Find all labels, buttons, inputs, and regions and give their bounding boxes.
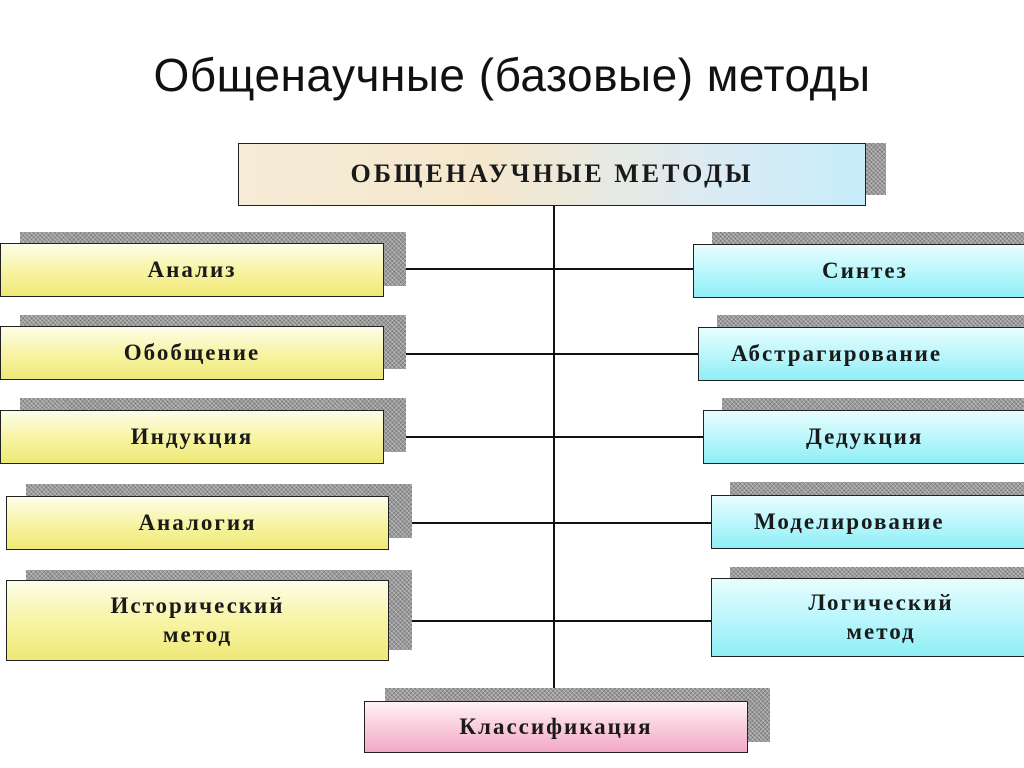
node-generalization: Обобщение [0, 326, 384, 380]
branch-line-5 [389, 620, 712, 622]
root-node: ОБЩЕНАУЧНЫЕ МЕТОДЫ [238, 143, 866, 206]
node-abstraction: Абстрагирование [698, 327, 1024, 381]
node-induction: Индукция [0, 410, 384, 464]
node-deduction: Дедукция [703, 410, 1024, 464]
branch-line-1 [384, 268, 694, 270]
node-logical-method: Логический метод [711, 578, 1024, 657]
node-analogy: Аналогия [6, 496, 389, 550]
branch-line-2 [384, 353, 699, 355]
node-modeling: Моделирование [711, 495, 1024, 549]
slide-title: Общенаучные (базовые) методы [153, 49, 871, 101]
branch-line-3 [384, 436, 704, 438]
node-historical-method: Исторический метод [6, 580, 389, 661]
node-classification: Классификация [364, 701, 748, 753]
node-analysis: Анализ [0, 243, 384, 297]
node-synthesis: Синтез [693, 244, 1024, 298]
branch-line-4 [389, 522, 712, 524]
trunk-line [553, 206, 555, 702]
